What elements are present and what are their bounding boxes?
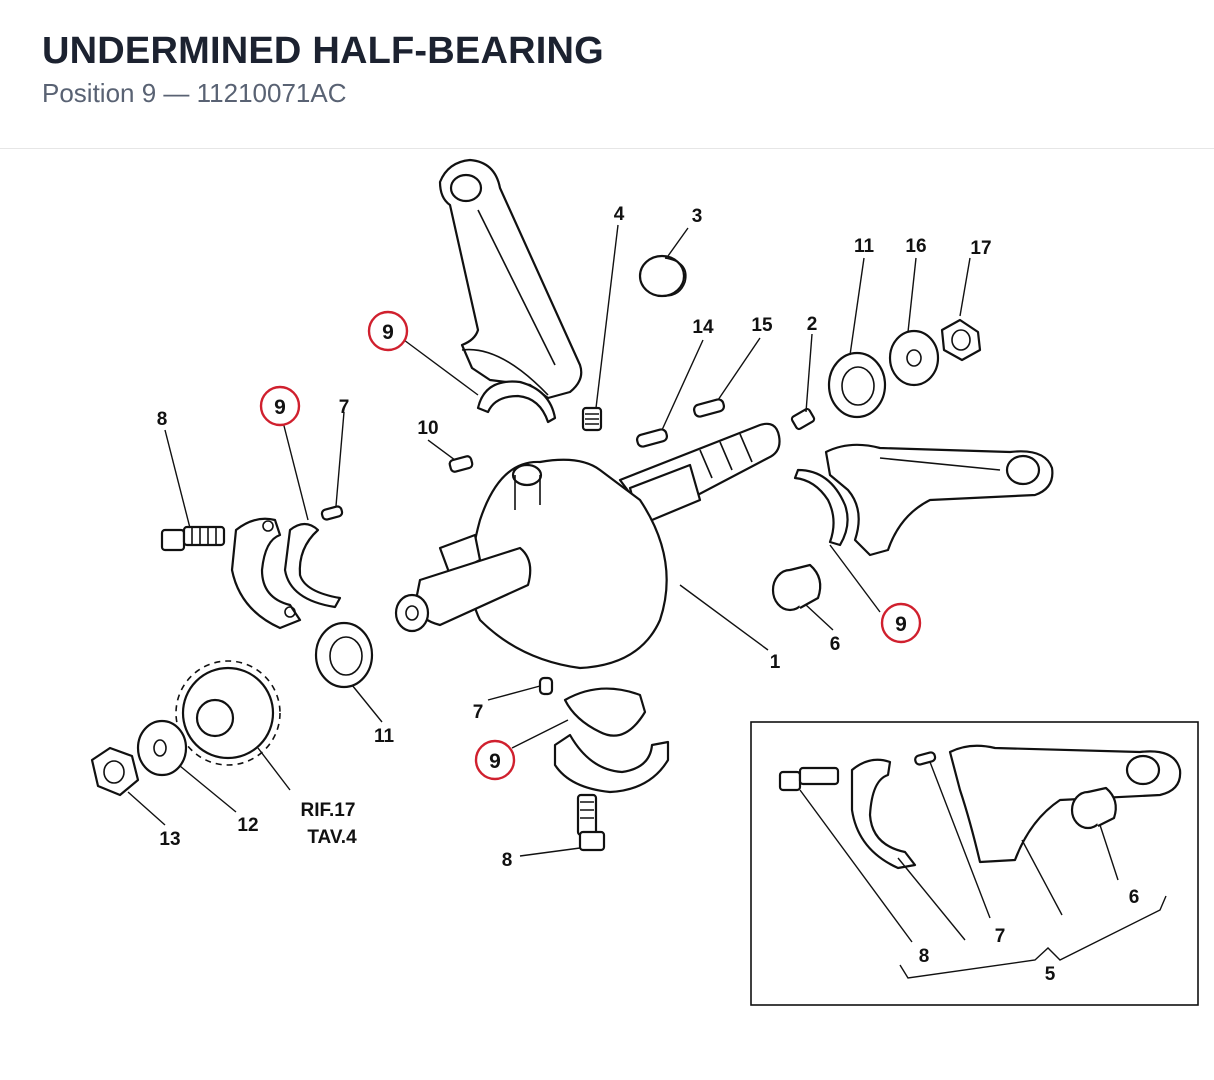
grub-screw-4 (581, 406, 603, 432)
seal-11-lower (314, 621, 374, 689)
right-half-bearing (793, 468, 849, 547)
bolt-8-lower (576, 793, 606, 852)
highlight-circle-9b (259, 385, 301, 427)
page-title: UNDERMINED HALF-BEARING (42, 30, 604, 72)
reference-line-2: TAV.4 (307, 827, 357, 848)
highlight-circle-9d (474, 739, 516, 781)
callout-16: 16 (905, 236, 926, 257)
seal-11-upper (827, 351, 887, 419)
callout-7c: 7 (995, 926, 1006, 947)
header: UNDERMINED HALF-BEARING Position 9 — 112… (0, 0, 1214, 149)
bearing-cap-left (230, 517, 302, 630)
callout-5: 5 (1045, 964, 1056, 985)
highlight-circle-9c (880, 602, 922, 644)
callout-4: 4 (614, 204, 625, 225)
upper-half-bearing (476, 380, 557, 424)
callout-10: 10 (417, 418, 438, 439)
callout-8a: 8 (157, 409, 168, 430)
callout-15: 15 (751, 315, 773, 336)
callout-9a: 9 (382, 321, 394, 344)
key-15 (692, 398, 726, 418)
dowel-7-lower (538, 676, 554, 696)
nut-17 (940, 318, 982, 362)
callout-11a: 11 (854, 236, 875, 257)
callout-labels: 1 2 3 4 5 6 6 7 7 7 8 8 8 9 9 9 9 10 11 … (157, 204, 1140, 985)
half-bearing-lower (563, 687, 647, 737)
callout-17: 17 (970, 238, 991, 259)
upper-connecting-rod (438, 158, 583, 400)
callout-13: 13 (159, 829, 180, 850)
right-connecting-rod (824, 443, 1054, 557)
callout-8c: 8 (919, 946, 930, 967)
bearing-cap-lower (553, 733, 670, 794)
leader-lines (127, 224, 1167, 979)
nut-13 (90, 746, 140, 797)
inset-bearing-cap (850, 758, 917, 870)
highlight-circles (259, 310, 922, 781)
callout-12: 12 (237, 815, 258, 836)
callout-2: 2 (807, 314, 818, 335)
callout-7b: 7 (473, 702, 484, 723)
callout-9b: 9 (274, 396, 286, 419)
key-14 (635, 428, 669, 448)
grub-screw-2 (790, 407, 816, 431)
inset-box (750, 721, 1199, 1006)
reference-line-1: RIF.17 (301, 800, 356, 821)
highlight-circle-9a (367, 310, 409, 352)
callout-7a: 7 (339, 397, 350, 418)
callout-9d: 9 (489, 750, 501, 773)
callout-6a: 6 (830, 634, 841, 655)
gear-rif17 (175, 660, 281, 766)
callout-14: 14 (692, 317, 714, 338)
callout-3: 3 (692, 206, 703, 227)
washer-12 (136, 719, 188, 777)
bush-6 (771, 563, 822, 612)
inset-bolt-8 (778, 766, 840, 792)
washer-16 (888, 329, 940, 387)
callout-1: 1 (770, 652, 781, 673)
key-10 (448, 455, 474, 473)
callout-8b: 8 (502, 850, 513, 871)
inset-dowel-7 (914, 751, 937, 766)
page-subtitle: Position 9 — 11210071AC (42, 78, 347, 108)
dowel-7-left (320, 505, 344, 521)
callout-9c: 9 (895, 613, 907, 636)
inset-bush-6 (1070, 786, 1117, 830)
callout-11b: 11 (374, 726, 395, 747)
plug-3 (638, 254, 687, 298)
callout-6b: 6 (1129, 887, 1140, 908)
crankshaft (394, 422, 781, 670)
half-bearing-left (283, 522, 342, 609)
bolt-8-left (160, 525, 226, 552)
inset-connecting-rod (948, 744, 1182, 864)
